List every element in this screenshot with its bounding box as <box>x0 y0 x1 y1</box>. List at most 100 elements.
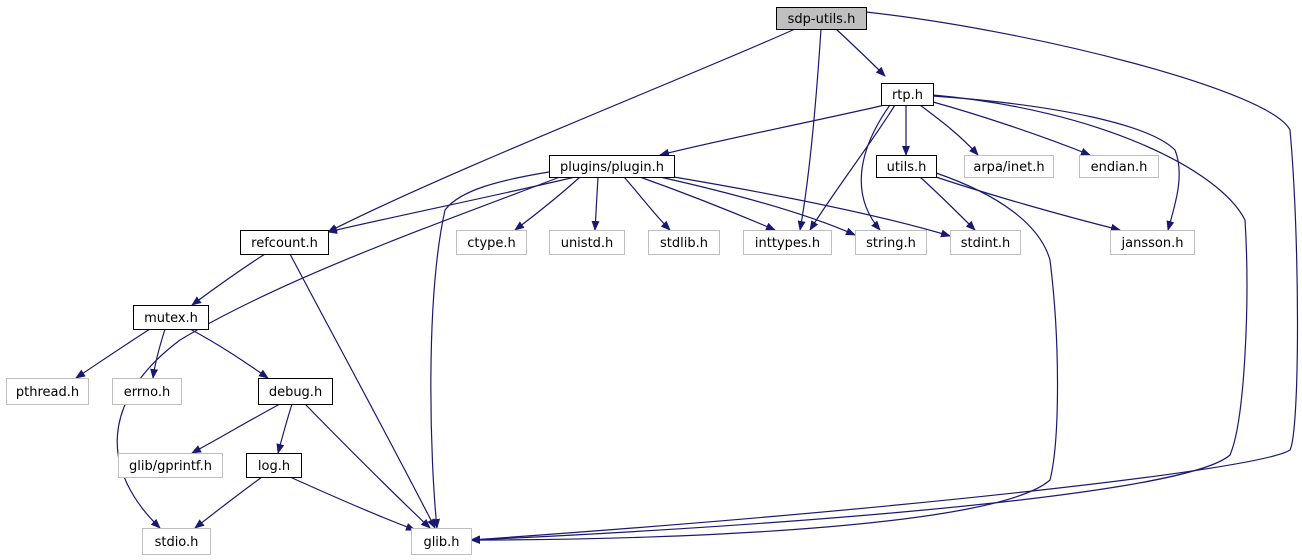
node-box <box>876 155 937 178</box>
edge-mutex-to-debug <box>189 328 269 379</box>
edge-rtp-to-endian <box>932 101 1091 156</box>
node-stdlib: stdlib.h <box>648 230 720 255</box>
node-label: rtp.h <box>892 88 923 103</box>
node-box <box>1079 155 1159 178</box>
node-box <box>118 453 223 478</box>
node-pthread: pthread.h <box>6 378 89 405</box>
node-label: stdint.h <box>961 236 1010 251</box>
edge-plugin-to-inttypes <box>639 176 776 231</box>
node-box <box>743 230 832 255</box>
node-label: unistd.h <box>561 236 614 251</box>
node-rtp[interactable]: rtp.h <box>881 83 934 106</box>
node-box <box>1110 230 1195 255</box>
node-plugin[interactable]: plugins/plugin.h <box>549 155 675 178</box>
node-mutex[interactable]: mutex.h <box>133 305 209 330</box>
edge-debug-to-glib <box>304 403 431 529</box>
node-box <box>549 230 625 255</box>
node-label: ctype.h <box>467 236 516 251</box>
node-box <box>411 528 472 555</box>
node-label: refcount.h <box>251 236 318 251</box>
node-debug[interactable]: debug.h <box>258 378 333 405</box>
node-box <box>133 305 209 330</box>
node-jansson: jansson.h <box>1110 230 1195 255</box>
edge-rtp-to-arpa-inet <box>919 104 979 156</box>
edge-plugin-to-string <box>659 176 856 236</box>
node-box <box>549 155 675 178</box>
edge-rtp-to-jansson <box>932 95 1180 231</box>
node-stdio: stdio.h <box>142 528 211 555</box>
node-endian: endian.h <box>1079 155 1159 178</box>
node-log[interactable]: log.h <box>246 453 302 478</box>
node-refcount[interactable]: refcount.h <box>240 230 329 255</box>
edge-rtp-to-string <box>860 104 891 231</box>
edge-utils-to-jansson <box>935 176 1121 232</box>
edge-sdp-utils-to-glib <box>470 11 1299 544</box>
node-box <box>855 230 927 255</box>
node-utils[interactable]: utils.h <box>876 155 937 178</box>
node-glib: glib.h <box>411 528 472 555</box>
node-box <box>881 83 934 106</box>
node-errno: errno.h <box>112 378 182 405</box>
node-inttypes: inttypes.h <box>743 230 832 255</box>
edge-log-to-glib <box>289 476 416 531</box>
node-box <box>6 378 89 405</box>
node-box <box>142 528 211 555</box>
node-label: string.h <box>866 236 916 251</box>
node-label: plugins/plugin.h <box>560 160 664 175</box>
edge-utils-to-glib <box>470 172 1059 544</box>
edge-refcount-to-mutex <box>191 253 266 306</box>
node-label: errno.h <box>124 385 171 400</box>
node-unistd: unistd.h <box>549 230 625 255</box>
edge-layer <box>75 11 1299 544</box>
node-box <box>456 230 527 255</box>
node-label: endian.h <box>1091 160 1148 175</box>
node-label: debug.h <box>269 385 322 400</box>
edge-sdp-utils-to-refcount <box>327 28 796 233</box>
node-box <box>648 230 720 255</box>
node-box <box>112 378 182 405</box>
edge-sdp-utils-to-inttypes <box>797 28 822 231</box>
edge-mutex-to-pthread <box>75 328 151 379</box>
node-stdint: stdint.h <box>950 230 1021 255</box>
edge-plugin-to-glib <box>430 171 550 529</box>
edge-debug-to-log <box>276 403 293 454</box>
edge-plugin-to-unistd <box>591 176 600 231</box>
edge-plugin-to-stdlib <box>623 176 671 231</box>
node-label: sdp-utils.h <box>788 12 856 27</box>
node-box <box>240 230 329 255</box>
node-box <box>776 7 867 30</box>
node-box <box>258 378 333 405</box>
node-layer: sdp-utils.h rtp.h plugins/plugin.h utils.h a… <box>6 7 1195 555</box>
edge-rtp-to-inttypes <box>809 104 896 231</box>
node-box <box>964 155 1054 178</box>
node-box <box>950 230 1021 255</box>
edge-rtp-to-glib <box>470 94 1248 544</box>
edge-log-to-stdio <box>194 476 263 529</box>
node-label: glib.h <box>423 535 459 550</box>
node-label: arpa/inet.h <box>973 160 1044 175</box>
node-label: mutex.h <box>144 311 198 326</box>
node-string: string.h <box>855 230 927 255</box>
edge-utils-to-stdint <box>919 176 976 231</box>
edge-rtp-to-plugin <box>659 104 886 157</box>
node-label: jansson.h <box>1121 236 1184 251</box>
node-label: glib/gprintf.h <box>129 459 212 474</box>
node-label: utils.h <box>887 160 927 175</box>
node-label: inttypes.h <box>755 236 820 251</box>
node-label: stdlib.h <box>660 236 708 251</box>
edge-plugin-to-stdint <box>673 176 951 238</box>
node-arpa-inet: arpa/inet.h <box>964 155 1054 178</box>
edge-refcount-to-glib <box>289 253 436 529</box>
edge-plugin-to-ctype <box>514 176 581 231</box>
node-label: stdio.h <box>155 535 199 550</box>
edge-mutex-to-errno <box>150 328 166 379</box>
node-label: pthread.h <box>16 385 79 400</box>
edge-debug-to-glib-gprintf <box>191 403 281 454</box>
node-box <box>246 453 302 478</box>
node-sdp-utils[interactable]: sdp-utils.h <box>776 7 867 30</box>
node-label: log.h <box>258 459 290 474</box>
edge-sdp-utils-to-rtp <box>835 28 886 77</box>
node-ctype: ctype.h <box>456 230 527 255</box>
node-glib-gprintf: glib/gprintf.h <box>118 453 223 478</box>
